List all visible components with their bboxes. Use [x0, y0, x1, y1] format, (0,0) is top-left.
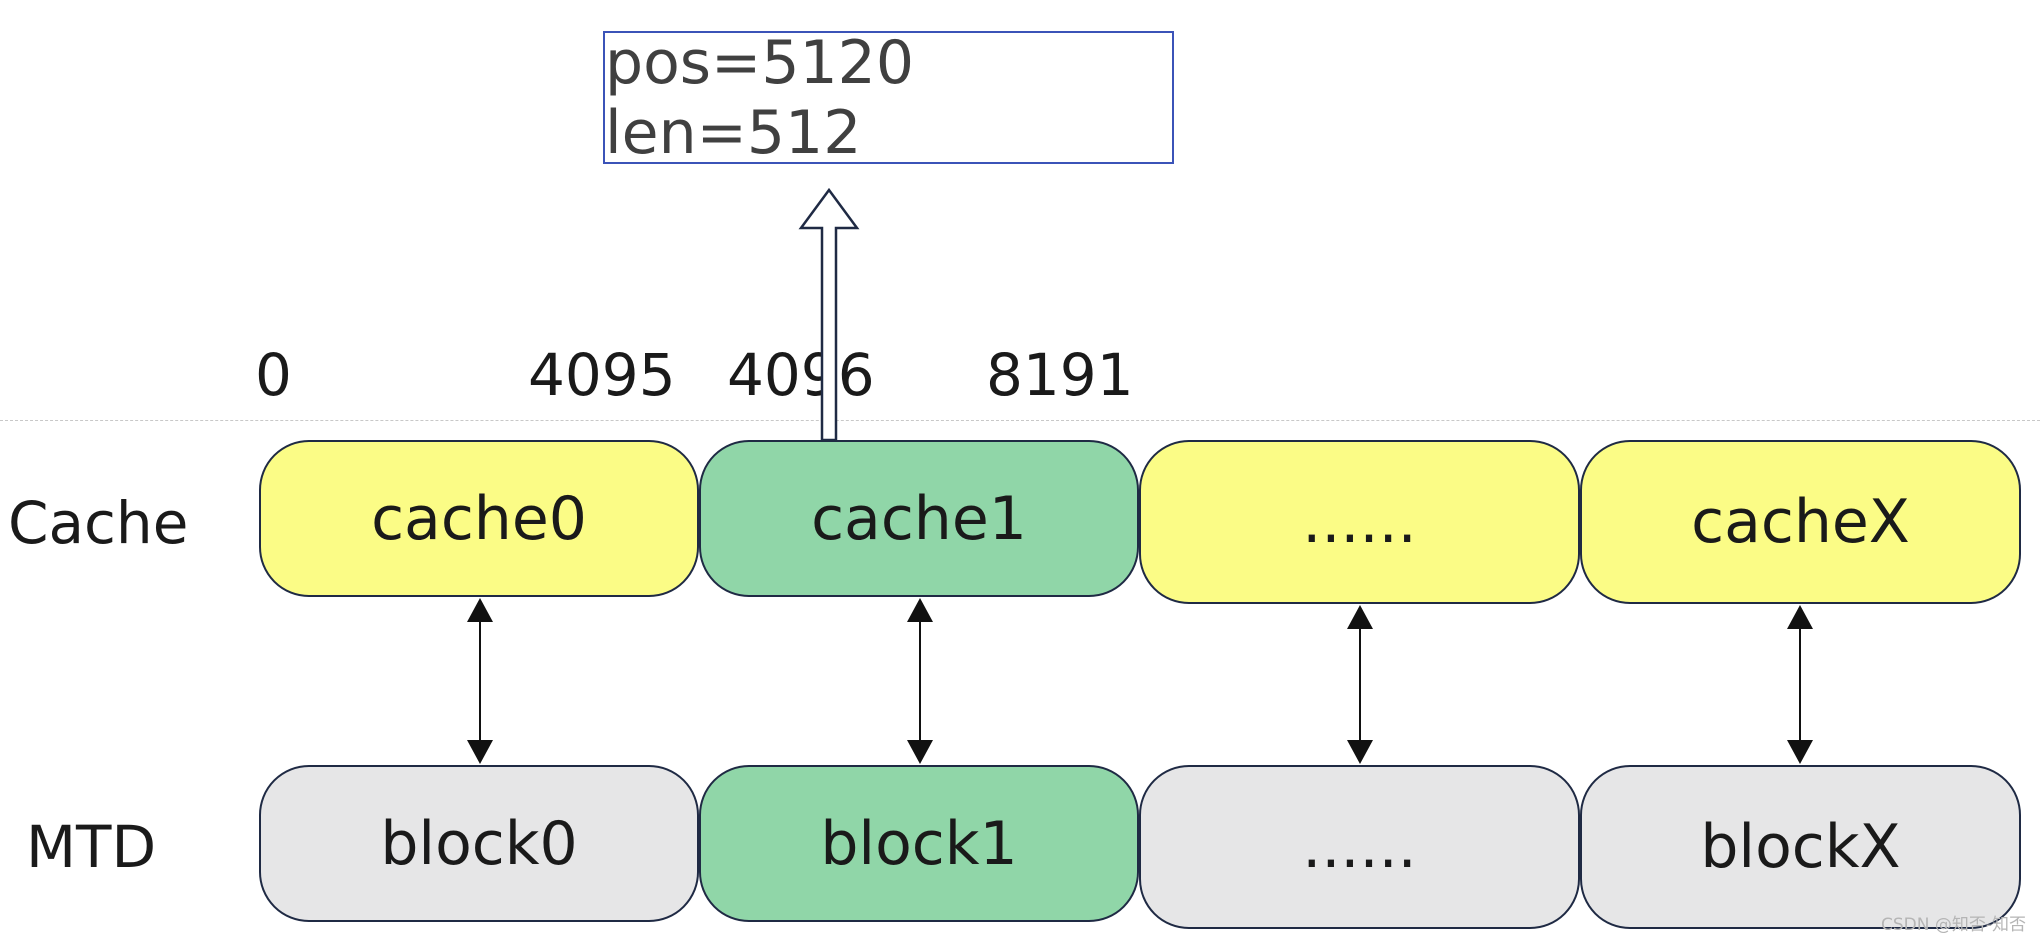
cache-cell-label: cache0 [371, 483, 587, 554]
tick-label-block1-start: 4096 [727, 341, 875, 409]
watermark: CSDN @知否-知否 [1880, 915, 2026, 935]
sync-arrow-0 [467, 598, 493, 764]
block-cell-label: ...... [1302, 812, 1417, 882]
cache-cell-0: cache0 [259, 440, 699, 597]
request-box: pos=5120 len=512 [603, 28, 1174, 168]
sync-arrow-3 [1787, 605, 1813, 764]
block-cell-1: block1 [699, 765, 1139, 922]
tick-label-start: 0 [255, 341, 292, 409]
cache-cell-x: cacheX [1580, 440, 2021, 604]
cache-cell-label: ...... [1302, 487, 1417, 557]
cache-cell-label: cache1 [811, 483, 1027, 554]
tick-label-block1-end: 8191 [986, 341, 1134, 409]
row-label-cache: Cache [8, 489, 189, 557]
dashed-separator [0, 420, 2040, 421]
sync-arrow-1 [907, 598, 933, 764]
sync-arrow-2 [1347, 605, 1373, 764]
request-text: pos=5120 len=512 [605, 27, 915, 168]
block-cell-x: blockX [1580, 765, 2021, 929]
row-label-mtd: MTD [26, 813, 157, 881]
block-cell-label: block0 [380, 808, 578, 879]
cache-cell-1: cache1 [699, 440, 1139, 597]
tick-label-block0-end: 4095 [528, 341, 676, 409]
cache-cell-label: cacheX [1691, 487, 1910, 557]
cache-cell-ellipsis: ...... [1139, 440, 1580, 604]
block-cell-ellipsis: ...... [1139, 765, 1580, 929]
block-cell-label: blockX [1700, 812, 1901, 882]
block-cell-label: block1 [820, 808, 1018, 879]
block-cell-0: block0 [259, 765, 699, 922]
